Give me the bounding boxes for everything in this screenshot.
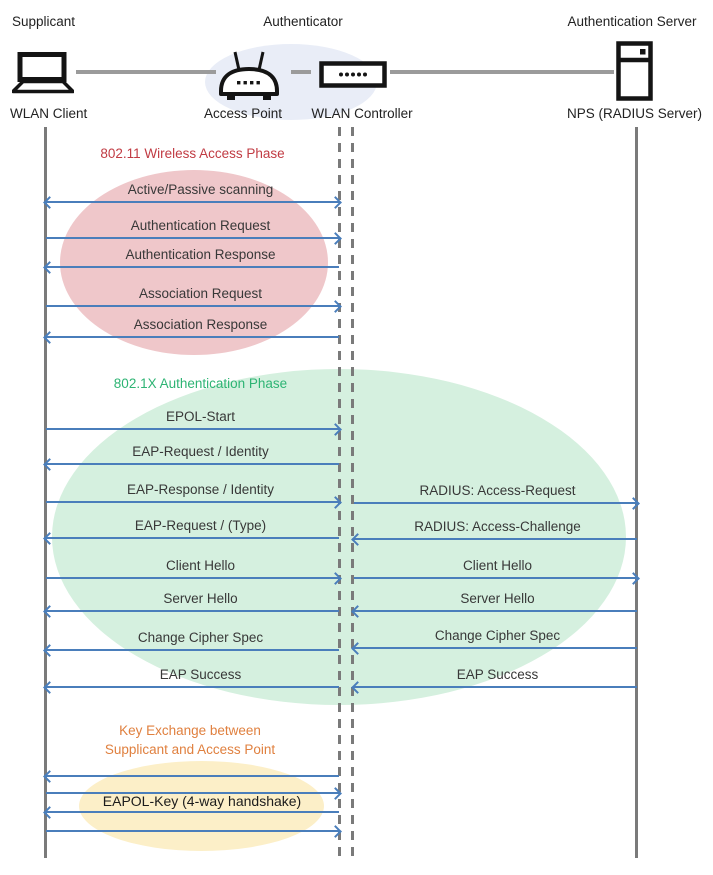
message-label: EAP Success <box>456 667 539 682</box>
key-exchange-phase-title: Key Exchange between Supplicant and Acce… <box>65 721 315 759</box>
arrow-line <box>46 266 339 268</box>
key-exchange-title-line1: Key Exchange between <box>119 723 261 738</box>
message-label: Change Cipher Spec <box>434 628 561 643</box>
server-tower-icon <box>616 41 653 101</box>
message-label: Client Hello <box>462 558 533 573</box>
arrow-line <box>354 502 637 504</box>
message-label: EAP-Request / Identity <box>132 444 269 459</box>
connector-ap-controller <box>291 70 311 74</box>
arrow-line <box>46 686 339 688</box>
arrow-line <box>354 610 637 612</box>
eapol-key-group-label: EAPOL-Key (4-way handshake) <box>102 793 302 809</box>
message-label: Authentication Response <box>125 247 276 262</box>
message-label: EAP-Request / (Type) <box>134 518 267 533</box>
supplicant-lifeline <box>44 127 47 858</box>
message-label: EAP-Response / Identity <box>126 482 275 497</box>
message-label: Change Cipher Spec <box>137 630 264 645</box>
arrow-line <box>46 336 339 338</box>
message-label: Client Hello <box>165 558 236 573</box>
message-label: EAP Success <box>159 667 242 682</box>
key-exchange-title-line2: Supplicant and Access Point <box>104 742 276 757</box>
dot1x-phase-title: 802.1X Authentication Phase <box>113 376 288 391</box>
message-label: Server Hello <box>460 591 535 606</box>
arrow-line <box>46 201 339 203</box>
arrow-line <box>46 610 339 612</box>
arrow-line <box>46 792 339 794</box>
arrow-line <box>354 647 637 649</box>
message-label: EPOL-Start <box>165 409 236 424</box>
wireless-router-icon <box>219 51 279 100</box>
access-point-label: Access Point <box>203 106 283 121</box>
server-lifeline <box>635 127 638 858</box>
arrow-line <box>46 577 339 579</box>
arrow-line <box>46 537 339 539</box>
arrow-line <box>46 428 339 430</box>
message-label: Association Request <box>138 286 263 301</box>
message-label: Association Response <box>133 317 268 332</box>
authenticator-lifeline-left <box>338 127 341 858</box>
arrow-line <box>46 811 339 813</box>
arrow-line <box>46 649 339 651</box>
wlan-client-label: WLAN Client <box>10 106 88 121</box>
arrow-line <box>46 463 339 465</box>
wireless-phase-title: 802.11 Wireless Access Phase <box>100 146 285 161</box>
wlan-controller-label: WLAN Controller <box>311 106 413 121</box>
connector-controller-server <box>390 70 614 74</box>
arrow-line <box>46 501 339 503</box>
arrow-line <box>46 305 339 307</box>
authentication-server-role-label: Authentication Server <box>567 14 697 29</box>
message-label: Authentication Request <box>130 218 271 233</box>
arrow-line <box>354 686 637 688</box>
arrow-line <box>46 775 339 777</box>
nps-radius-server-label: NPS (RADIUS Server) <box>566 106 703 121</box>
connector-client-ap <box>76 70 216 74</box>
message-label: Active/Passive scanning <box>127 182 274 197</box>
message-label: RADIUS: Access-Request <box>419 483 576 498</box>
authenticator-lifeline-right <box>351 127 354 858</box>
wireless-phase-ellipse <box>60 170 328 355</box>
message-label: Server Hello <box>163 591 238 606</box>
laptop-icon <box>12 52 74 94</box>
arrow-line <box>354 538 637 540</box>
message-label: RADIUS: Access-Challenge <box>414 519 581 534</box>
arrow-line <box>46 237 339 239</box>
arrow-line <box>46 830 339 832</box>
authenticator-role-label: Authenticator <box>263 14 343 29</box>
arrow-line <box>354 577 637 579</box>
switch-icon <box>319 61 387 88</box>
supplicant-role-label: Supplicant <box>12 14 76 29</box>
